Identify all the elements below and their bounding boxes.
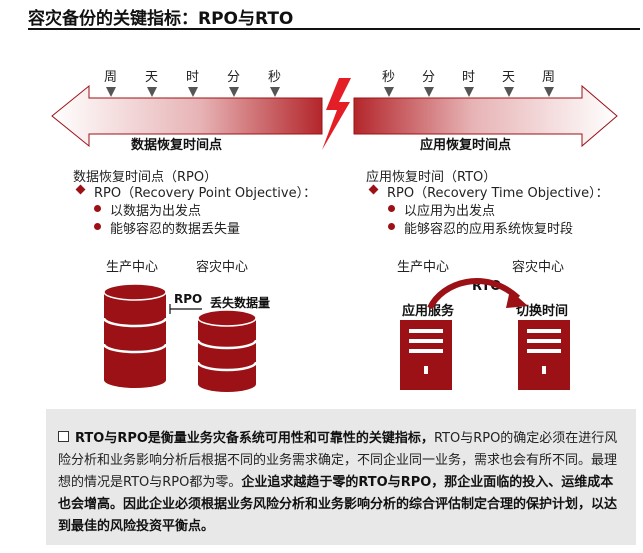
diamond-bullet-icon (368, 184, 379, 195)
timeline-arrows (51, 78, 618, 150)
left-scale-label-day: 天 (145, 70, 159, 85)
right-scale-marker (384, 87, 394, 97)
rpo-point-2: 能够容忍的数据丢失量 (110, 222, 241, 237)
failover-arrow (427, 278, 521, 310)
title-divider (28, 28, 640, 30)
summary-text: RTO与RPO是衡量业务灾备系统可用性和可靠性的关键指标，RTO与RPO的确定必… (58, 428, 624, 538)
dot-bullet-icon (94, 223, 101, 230)
rto-definition: RPO（Recovery Time Objective）： (387, 186, 609, 201)
dot-bullet-icon (388, 223, 395, 230)
left-scale-marker (229, 87, 239, 97)
left-scale-marker (270, 87, 280, 97)
summary-normal-1: RTO与RPO的确定必须在进行风险分析和业务影响分析后根据不同的业务需求确定，不… (58, 431, 618, 490)
app-service-label: 应用服务 (402, 304, 455, 319)
production-database-icon (102, 283, 168, 388)
right-scale-marker (424, 87, 434, 97)
right-scale-marker (544, 87, 554, 97)
left-scale-label-hour: 时 (186, 70, 200, 85)
left-scale-label-second: 秒 (268, 70, 282, 85)
rpo-production-center-label: 生产中心 (106, 260, 159, 275)
right-scale-marker (504, 87, 514, 97)
lost-data-label: 丢失数据量 (210, 296, 271, 310)
right-scale-label-day: 天 (502, 70, 516, 85)
dr-server-icon (518, 320, 570, 390)
right-scale-label-second: 秒 (382, 70, 396, 85)
rpo-point-1: 以数据为出发点 (110, 204, 202, 219)
rpo-definition: RPO（Recovery Point Objective）： (94, 186, 317, 201)
right-scale-label-minute: 分 (422, 70, 436, 85)
checkbox-bullet-icon (58, 431, 69, 442)
left-scale-label-minute: 分 (227, 70, 241, 85)
right-arrow (353, 84, 618, 148)
left-arrow-label: 数据恢复时间点 (131, 138, 223, 153)
rto-point-2: 能够容忍的应用系统恢复时段 (404, 222, 574, 237)
rto-heading: 应用恢复时间（RTO） (366, 170, 497, 185)
switch-time-label: 切换时间 (516, 304, 569, 319)
lightning-bolt-icon (322, 78, 351, 150)
right-scale-label-week: 周 (542, 70, 556, 85)
summary-bold-1: RTO与RPO是衡量业务灾备系统可用性和可靠性的关键指标， (75, 431, 434, 446)
rto-point-1: 以应用为出发点 (404, 204, 496, 219)
left-scale-marker (188, 87, 198, 97)
rpo-heading: 数据恢复时间点（RPO） (73, 170, 218, 185)
left-arrow (51, 84, 323, 148)
dot-bullet-icon (388, 205, 395, 212)
summary-bold-2: 企业追求越趋于零的RTO与RPO，那企业面临的投入、运维成本也会增高。因此企业必… (58, 475, 618, 534)
page-title: 容灾备份的关键指标：RPO与RTO (28, 9, 294, 29)
rpo-tag: RPO (174, 292, 203, 306)
left-scale-label-week: 周 (104, 70, 118, 85)
rto-production-center-label: 生产中心 (397, 260, 450, 275)
right-scale-label-hour: 时 (462, 70, 476, 85)
right-scale-marker (464, 87, 474, 97)
rpo-dr-center-label: 容灾中心 (196, 260, 249, 275)
right-arrow-label: 应用恢复时间点 (420, 138, 512, 153)
summary-box (46, 409, 636, 545)
left-scale-marker (147, 87, 157, 97)
rto-server-diagram (400, 278, 570, 390)
production-server-icon (400, 320, 452, 390)
dr-database-icon (196, 309, 258, 392)
rpo-database-diagram (102, 283, 258, 392)
left-scale-marker (106, 87, 116, 97)
rto-dr-center-label: 容灾中心 (512, 260, 565, 275)
dot-bullet-icon (94, 205, 101, 212)
diamond-bullet-icon (75, 184, 86, 195)
